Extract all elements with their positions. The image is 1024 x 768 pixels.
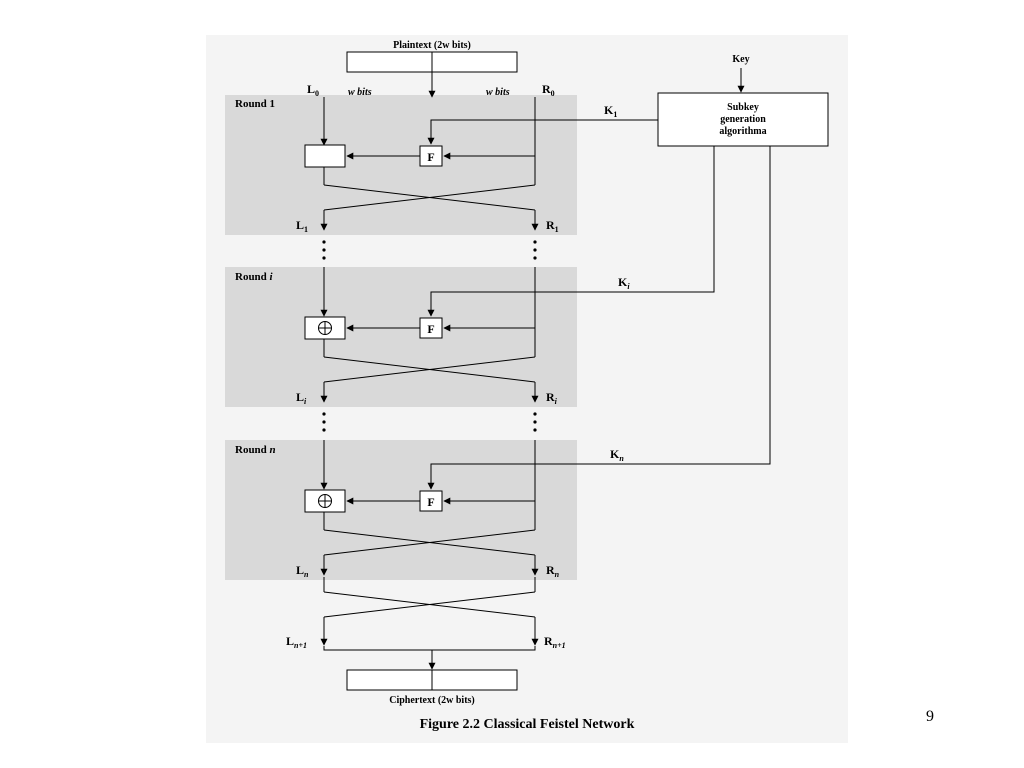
round-i-key-label: Ki: [618, 275, 630, 291]
li-label: Li: [296, 390, 307, 406]
ri-label: Ri: [546, 390, 558, 406]
figure-caption: Figure 2.2 Classical Feistel Network: [420, 717, 635, 732]
round-1-region: [225, 95, 577, 235]
round-1-label: Round 1: [235, 98, 275, 110]
ln1-label: Ln+1: [286, 634, 307, 650]
r1-label: R1: [546, 218, 559, 234]
l1-label: L1: [296, 218, 308, 234]
round-n-region: [225, 440, 577, 580]
ln-label: Ln: [296, 563, 309, 579]
round-n-xor-icon: [318, 494, 332, 508]
round-n-key-label: Kn: [610, 447, 624, 463]
rn-label: Rn: [546, 563, 560, 579]
round-i-xor-icon: [318, 321, 332, 335]
w-bits-left: w bits: [348, 87, 372, 98]
continuation-dots-1: [322, 240, 537, 260]
page-number: 9: [926, 708, 934, 725]
w-bits-right: w bits: [486, 87, 510, 98]
round-1-xor-box: [304, 144, 346, 168]
ciphertext-label: Ciphertext (2w bits): [389, 695, 475, 706]
subkey-generation-box: [657, 92, 829, 147]
plaintext-label: Plaintext (2w bits): [393, 40, 471, 51]
subkey-line-3: algorithma: [719, 126, 766, 137]
round-n-f-label: F: [427, 495, 434, 509]
round-i-f-label: F: [427, 322, 434, 336]
round-i-region: [225, 267, 577, 407]
r0-label: R0: [542, 82, 555, 98]
round-1-key-label: K1: [604, 103, 617, 119]
round-i-label: Round i: [235, 271, 274, 283]
key-label: Key: [732, 54, 749, 65]
round-1-f-label: F: [427, 150, 434, 164]
l0-label: L0: [307, 82, 319, 98]
subkey-line-1: Subkey: [727, 102, 759, 113]
continuation-dots-2: [322, 412, 537, 432]
rn1-label: Rn+1: [544, 634, 566, 650]
round-n-label: Round n: [235, 444, 276, 456]
subkey-line-2: generation: [720, 114, 766, 125]
